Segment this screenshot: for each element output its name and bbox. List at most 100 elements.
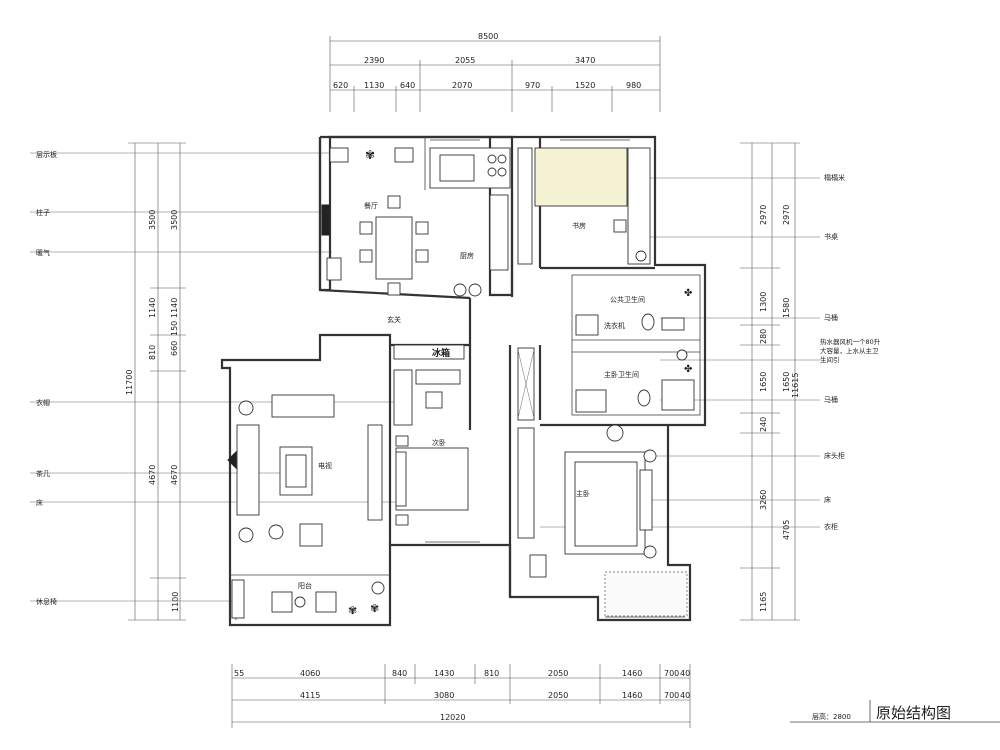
dining-chair (387, 282, 401, 296)
dim-bottom-2-2: 3080 (434, 691, 454, 700)
kitchen-area: 厨房 (429, 147, 511, 297)
room-label-second-bed: 次卧 (432, 438, 446, 447)
dim-top-mid-3: 3470 (575, 56, 595, 65)
dim-bottom-1-6: 2050 (548, 669, 568, 678)
basin-master (575, 389, 607, 413)
dim-left-2: 1140 (148, 298, 157, 318)
stove-burner (487, 167, 497, 177)
dim-left-4: 4670 (148, 465, 157, 485)
left-dimensions: 11700 3500 1140 810 4670 1100 3500 1140 … (125, 142, 186, 621)
label-washer: 洗衣机 (604, 321, 625, 330)
fan-icon: ✤ (684, 364, 692, 375)
room-label-entry: 玄关 (387, 315, 401, 324)
sofa-left (236, 424, 260, 516)
water-heater-icon (676, 349, 688, 361)
double-bed (395, 447, 469, 511)
sink (439, 154, 475, 182)
dim-top-detail-5: 970 (525, 81, 540, 90)
side-table (238, 527, 254, 543)
callout-water-heater-box: 热水器风机一个80升大容量，上水从主卫生间引 (820, 338, 880, 364)
dim-bottom-total: 12020 (440, 713, 465, 722)
desk-chair (613, 219, 627, 233)
dim-bottom-1-9: 40 (680, 669, 690, 678)
top-dimensions: 8500 2390 2055 3470 620 1130 640 2070 97… (329, 32, 661, 112)
room-label-dining: 餐厅 (364, 201, 378, 210)
dim-bottom-2-4: 1460 (622, 691, 642, 700)
toilet-public (641, 313, 655, 331)
dim-left-3: 810 (148, 345, 157, 360)
plant-icon: ✾ (365, 148, 375, 162)
footer-note: 层高：2800 (812, 712, 851, 721)
callout-display-board: 层示板 (36, 150, 57, 159)
stove-burner (497, 154, 507, 164)
master-balcony (604, 571, 688, 617)
lounge-chair (271, 591, 293, 613)
dim-left-b-4: 150 (170, 321, 179, 336)
callout-radiator: 暖气 (36, 248, 50, 257)
plan-title: 原始结构图 (876, 704, 951, 722)
room-label-balcony: 阳台 (298, 581, 312, 590)
shower-tray (661, 379, 695, 411)
dim-left-b-1: 3500 (170, 210, 179, 230)
dim-bottom-2-5: 700 (664, 691, 679, 700)
dim-top-detail-4: 2070 (452, 81, 472, 90)
right-callouts: 榻榻米 书桌 马桶 热水器风机一个80升大容量，上水从主卫生间引 马桶 床头柜 … (540, 173, 880, 531)
dim-top-detail-7: 980 (626, 81, 641, 90)
room-label-master-bath: 主卧卫生间 (604, 370, 639, 379)
balcony-side-table (294, 596, 306, 608)
room-label-kitchen: 厨房 (460, 251, 474, 260)
study-shelf (627, 147, 651, 265)
dim-right-2: 1300 (759, 292, 768, 312)
master-bed-headboard (639, 469, 653, 531)
dim-left-b-2: 1140 (170, 298, 179, 318)
dresser-chair (529, 554, 547, 578)
coat-cabinet (393, 369, 413, 426)
second-bedroom: 冰箱 次卧 (393, 344, 469, 526)
room-label-master-bed: 主卧 (576, 489, 590, 498)
label-fridge: 冰箱 (432, 347, 450, 359)
dim-top-mid-2: 2055 (455, 56, 475, 65)
callout-coat-cabinet: 衣帽 (36, 398, 50, 407)
lamp (606, 424, 624, 442)
balcony-area: ✾ ✾ 阳台 (231, 579, 385, 619)
dim-bottom-1-1: 55 (234, 669, 244, 678)
dim-right-4: 1650 (759, 372, 768, 392)
dim-left-b-3: 660 (170, 341, 179, 356)
corridor-closets (517, 347, 535, 539)
dim-left-1: 3500 (148, 210, 157, 230)
stove-burner (497, 167, 507, 177)
bed-headboard (395, 451, 407, 507)
dim-bottom-1-2: 4060 (300, 669, 320, 678)
display-shelf-left (329, 147, 349, 163)
dim-bottom-2-6: 40 (680, 691, 690, 700)
nightstand (395, 514, 409, 526)
sofa-top (271, 394, 335, 418)
vanity-chair (425, 391, 443, 409)
callout-tea-table: 茶几 (36, 469, 50, 478)
master-bedroom: 主卧 (529, 424, 688, 617)
tv-cabinet (367, 424, 383, 521)
dim-top-detail-2: 1130 (364, 81, 384, 90)
tatami-platform (534, 147, 628, 207)
dim-left-total: 11700 (125, 370, 134, 395)
dim-top-detail-3: 640 (400, 81, 415, 90)
radiator (326, 257, 342, 281)
dim-right-b-2: 1580 (782, 298, 791, 318)
callout-bed-right: 床 (824, 495, 831, 504)
arrow-icon (227, 450, 237, 470)
dim-bottom-1-8: 700 (664, 669, 679, 678)
stool (453, 283, 467, 297)
desk-lamp (635, 250, 647, 262)
tea-table-top (285, 454, 307, 488)
dining-chair (415, 249, 429, 263)
study-area: 书房 (517, 147, 651, 265)
closet-lower (517, 427, 535, 539)
callout-lounge-chair: 休息椅 (36, 597, 57, 606)
dim-bottom-1-3: 840 (392, 669, 407, 678)
dim-right-b-4: 4705 (782, 520, 791, 540)
left-callouts: 层示板 柱子 暖气 衣帽 茶几 床 休息椅 (30, 150, 420, 606)
study-wardrobe (517, 147, 533, 265)
dim-right-1: 2970 (759, 205, 768, 225)
washing-machine (575, 314, 599, 336)
